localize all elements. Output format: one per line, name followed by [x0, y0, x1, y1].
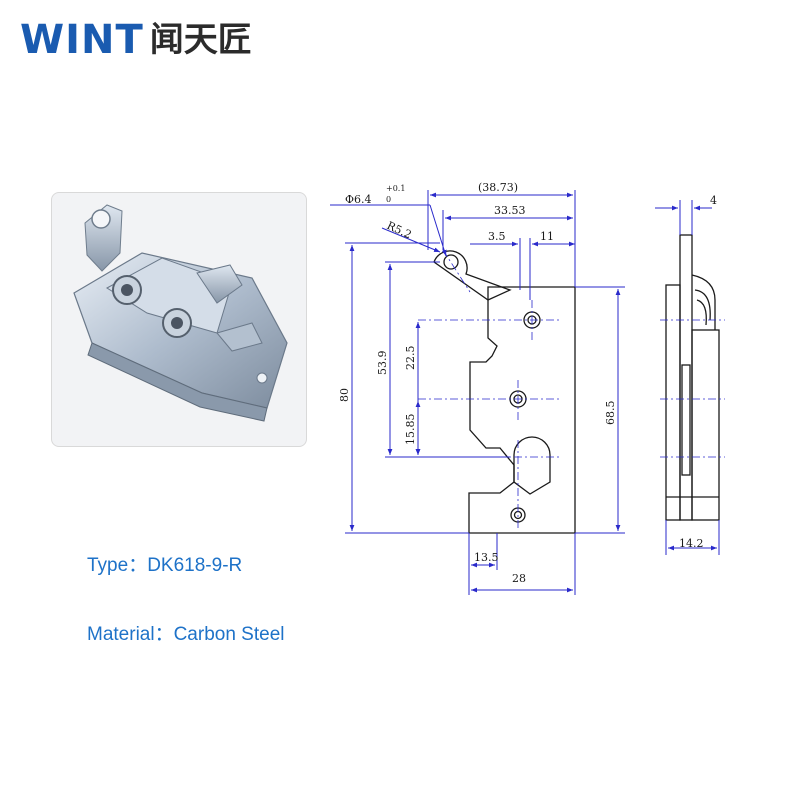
front-view-centerlines — [418, 249, 560, 530]
spec-type: Type：DK618-9-R — [87, 550, 242, 577]
brand-logo-cjk: 闻天匠 — [149, 20, 252, 60]
dim-side-depth: 14.2 — [679, 537, 704, 550]
dim-height-c: 22.5 — [404, 346, 417, 371]
front-view-holes — [443, 254, 541, 523]
dim-height-b: 53.9 — [376, 351, 389, 376]
product-photo-card — [51, 192, 307, 447]
side-view-centerlines — [660, 319, 725, 458]
spec-material: Material：Carbon Steel — [87, 619, 284, 646]
spec-type-value: DK618-9-R — [147, 555, 243, 576]
side-view-outline — [665, 234, 720, 521]
front-view-outline — [433, 250, 576, 534]
dim-hole-tol-lower: 0 — [386, 195, 391, 204]
spec-material-value: Carbon Steel — [173, 624, 285, 645]
dim-side-thickness: 4 — [710, 194, 717, 207]
product-photo — [73, 204, 288, 422]
side-view-dimension-labels: 4 14.2 — [679, 194, 717, 550]
dim-offset-a: 3.5 — [488, 230, 506, 243]
dim-width-a: 33.53 — [494, 204, 526, 217]
dim-bottom-width: 28 — [512, 572, 526, 585]
spec-material-label: Material： — [87, 624, 174, 645]
spec-type-label: Type： — [87, 555, 148, 576]
dim-radius: R5.2 — [385, 219, 414, 242]
side-view-dimension-lines — [655, 200, 720, 555]
dim-hole-tol-upper: +0.1 — [386, 184, 405, 193]
dim-offset-b: 11 — [540, 230, 554, 243]
dim-overall-width: (38.73) — [478, 181, 518, 194]
front-view-dimension-lines — [330, 190, 625, 595]
dim-height-d: 15.85 — [404, 414, 417, 446]
dim-height-total: 80 — [338, 388, 351, 402]
dim-hole-diameter: Φ6.4 — [345, 193, 372, 206]
brand-logo-latin: WINT — [20, 17, 144, 63]
dim-height-body: 68.5 — [604, 401, 617, 426]
brand-logo: WINT 闻天匠 — [20, 18, 252, 62]
dim-bottom-a: 13.5 — [474, 551, 499, 564]
